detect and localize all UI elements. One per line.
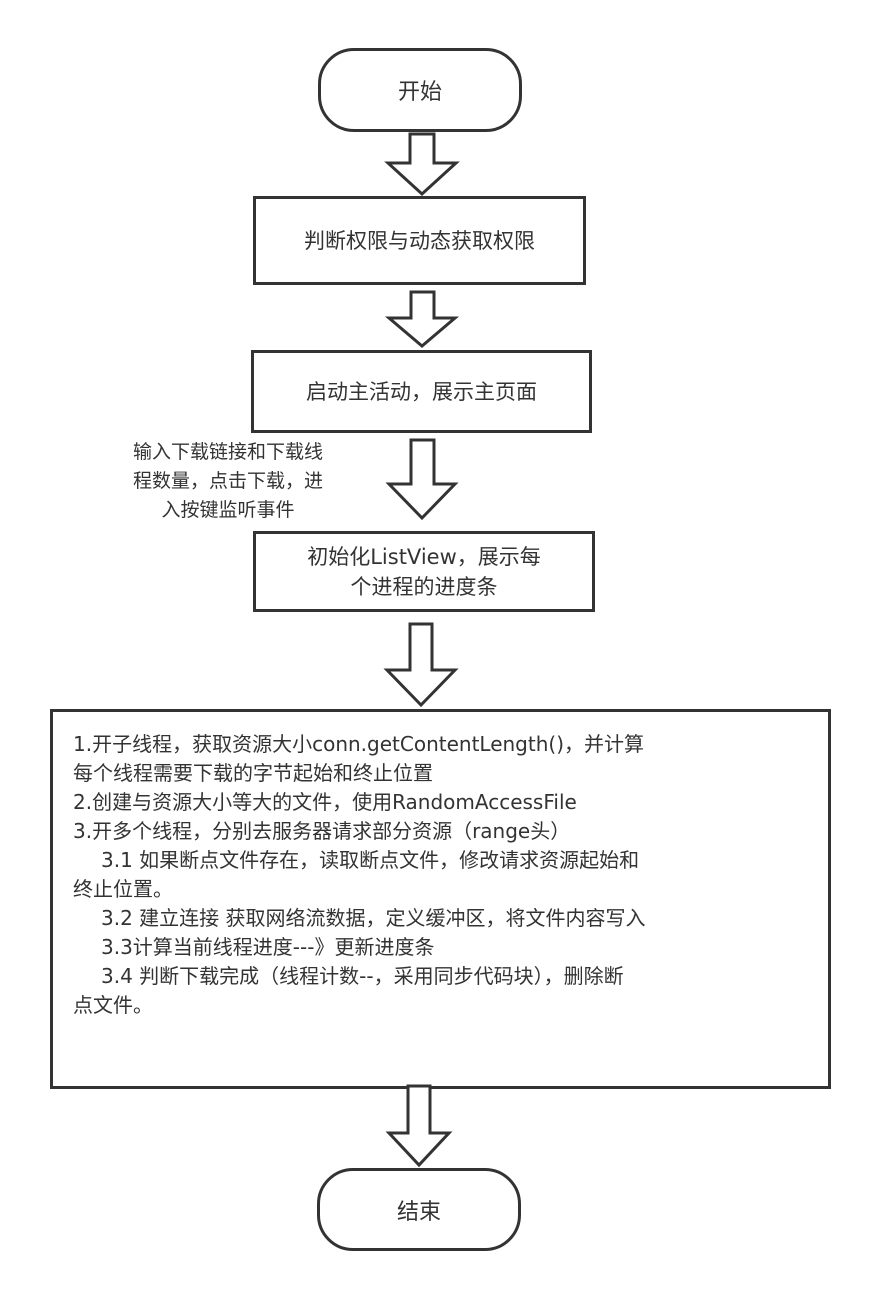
permission-process-box: 判断权限与动态获取权限 [253,196,586,285]
download-step-line: 3.开多个线程，分别去服务器请求部分资源（range头） [73,819,571,843]
download-step-line: 1.开子线程，获取资源大小conn.getContentLength()，并计算 [73,732,644,756]
download-substep-line: 3.1 如果断点文件存在，读取断点文件，修改请求资源起始和 [101,848,640,872]
arrow-down-icon [383,622,459,708]
download-step-line: 终止位置。 [73,877,173,901]
download-substep-line: 3.3计算当前线程进度---》更新进度条 [101,935,435,959]
download-step-line: 点文件。 [73,993,153,1017]
arrow-down-icon [385,438,459,521]
download-logic-process-box: 1.开子线程，获取资源大小conn.getContentLength()，并计算… [50,709,831,1089]
download-step-line: 每个线程需要下载的字节起始和终止位置 [73,761,433,785]
init-listview-line: 个进程的进度条 [350,574,498,599]
start-label: 开始 [397,80,442,105]
end-label: 结束 [396,1199,441,1225]
main-activity-label: 启动主活动，展示主页面 [306,379,537,404]
annotation-line: 输入下载链接和下载线 [132,441,323,463]
annotation-line: 程数量，点击下载，进 [132,470,323,492]
arrow-down-icon [384,132,460,197]
input-annotation: 输入下载链接和下载线 程数量，点击下载，进 入按键监听事件 [104,438,352,525]
arrow-down-icon [385,1084,453,1168]
download-substep-line: 3.2 建立连接 获取网络流数据，定义缓冲区，将文件内容写入 [101,906,646,930]
download-substep-line: 3.4 判断下载完成（线程计数--，采用同步代码块），删除断 [101,964,624,988]
permission-label: 判断权限与动态获取权限 [304,228,535,253]
init-listview-line: 初始化ListView，展示每 [307,544,541,569]
main-activity-process-box: 启动主活动，展示主页面 [251,350,592,433]
download-step-line: 2.创建与资源大小等大的文件，使用RandomAccessFile [73,790,577,814]
init-listview-process-box: 初始化ListView，展示每 个进程的进度条 [253,531,595,612]
end-terminator: 结束 [317,1168,521,1251]
annotation-line: 入按键监听事件 [161,499,295,521]
start-terminator: 开始 [318,48,522,132]
arrow-down-icon [384,290,460,348]
